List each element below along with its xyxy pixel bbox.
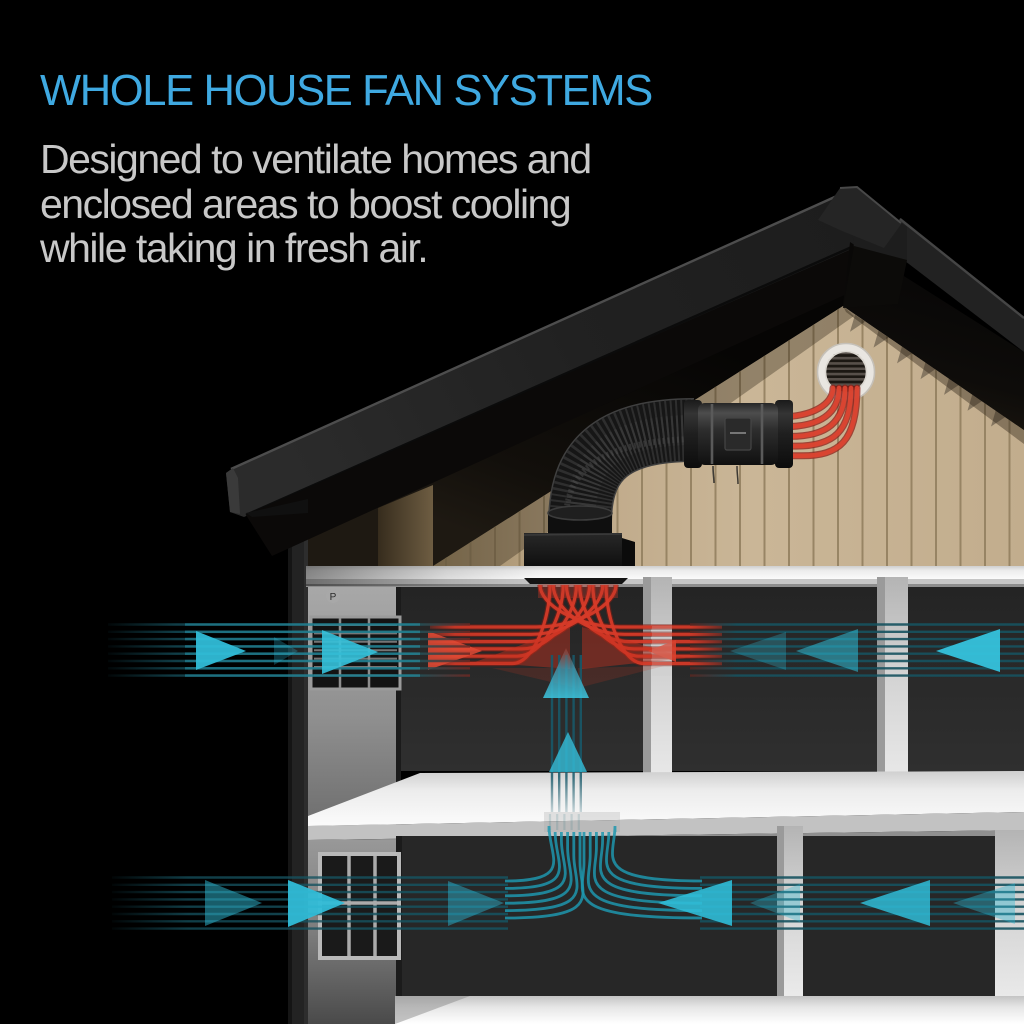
svg-text:P: P <box>330 592 337 603</box>
